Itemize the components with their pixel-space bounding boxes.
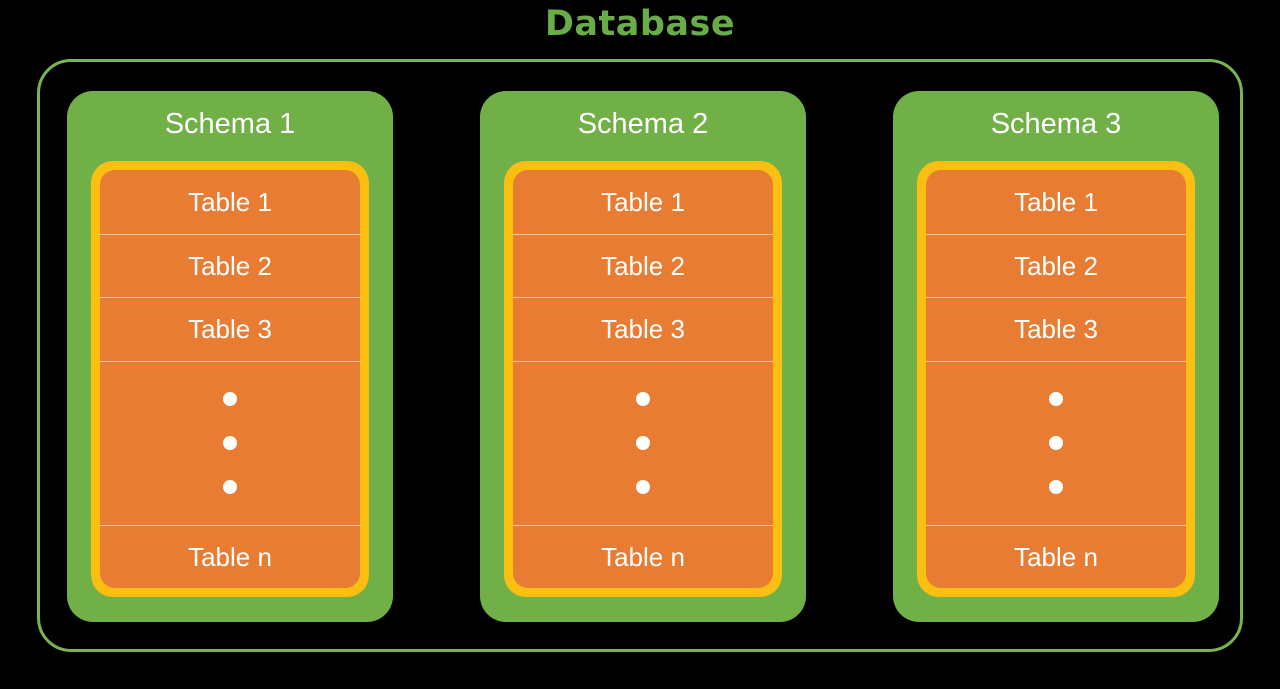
page-title: Database [544, 4, 736, 44]
ellipsis-dot-icon [636, 480, 650, 494]
schema-label-1: Schema 1 [164, 108, 296, 140]
ellipsis-dot-icon [1049, 392, 1063, 406]
table-row[interactable]: Table n [100, 524, 360, 589]
table-stack-2: Table 1 Table 2 Table 3 Table n [513, 170, 773, 588]
schema-box-2[interactable]: Schema 2 Table 1 Table 2 Table 3 Table n [480, 91, 806, 622]
table-row[interactable]: Table 3 [100, 297, 360, 361]
table-row[interactable]: Table 2 [513, 233, 773, 298]
table-row[interactable]: Table 1 [1014, 186, 1098, 217]
ellipsis-dot-icon [636, 436, 650, 450]
schema-box-1[interactable]: Schema 1 Table 1 Table 2 Table 3 Table n [67, 91, 393, 622]
table-row[interactable]: Table 3 [926, 297, 1186, 361]
table-row[interactable]: Table 2 [926, 233, 1186, 298]
table-stack-1: Table 1 Table 2 Table 3 Table n [100, 170, 360, 588]
ellipsis-dot-icon [223, 480, 237, 494]
ellipsis-dot-icon [636, 392, 650, 406]
table-row[interactable]: Table n [926, 524, 1186, 589]
schema-box-3[interactable]: Schema 3 Table 1 Table 2 Table 3 Table n [893, 91, 1219, 622]
vertical-ellipsis-icon [926, 360, 1186, 525]
table-stack-border-3: Table 1 Table 2 Table 3 Table n [917, 161, 1195, 597]
database-boundary [37, 59, 1243, 652]
schema-container: Schema 1 Table 1 Table 2 Table 3 Table n… [67, 91, 1219, 623]
table-stack-3: Table 1 Table 2 Table 3 Table n [926, 170, 1186, 588]
ellipsis-dot-icon [1049, 480, 1063, 494]
vertical-ellipsis-icon [513, 360, 773, 525]
table-row[interactable]: Table 1 [601, 186, 685, 217]
table-stack-border-2: Table 1 Table 2 Table 3 Table n [504, 161, 782, 597]
schema-label-3: Schema 3 [990, 108, 1122, 140]
table-row[interactable]: Table 3 [513, 297, 773, 361]
ellipsis-dot-icon [223, 392, 237, 406]
schema-label-2: Schema 2 [577, 108, 709, 140]
vertical-ellipsis-icon [100, 360, 360, 525]
table-row[interactable]: Table n [513, 524, 773, 589]
table-stack-border-1: Table 1 Table 2 Table 3 Table n [91, 161, 369, 597]
table-row[interactable]: Table 2 [100, 233, 360, 298]
table-row[interactable]: Table 1 [188, 186, 272, 217]
ellipsis-dot-icon [1049, 436, 1063, 450]
ellipsis-dot-icon [223, 436, 237, 450]
